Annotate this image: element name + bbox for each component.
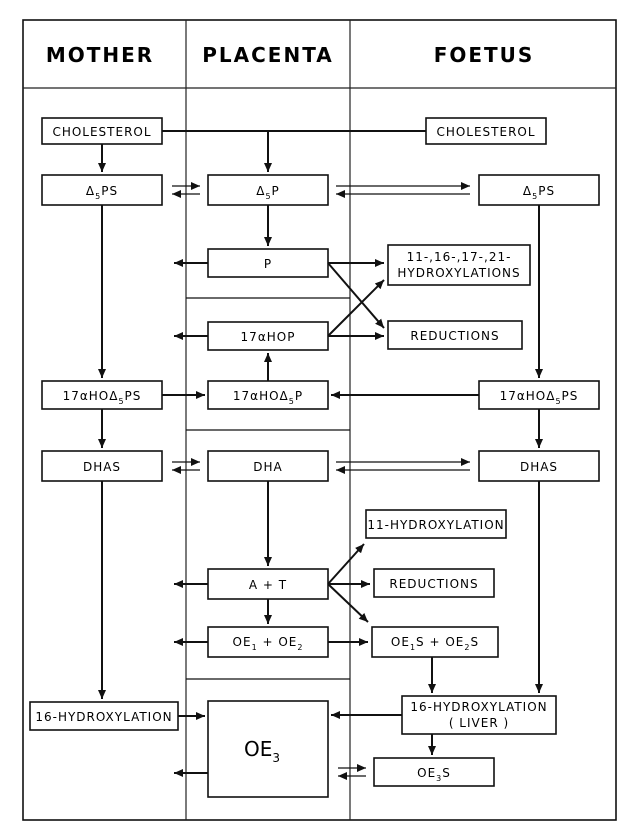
placenta-dha-label: DHA xyxy=(253,460,282,474)
foetus-16-hydroxylation-line1: 16-HYDROXYLATION xyxy=(410,700,547,714)
placenta-dha-box: DHA xyxy=(207,450,329,482)
placenta-at-label: A + T xyxy=(249,578,287,592)
mother-16-hydroxylation-label: 16-HYDROXYLATION xyxy=(35,710,172,724)
foetus-oe3s-box: OE3S xyxy=(373,757,495,787)
foetus-dhas-box: DHAS xyxy=(478,450,600,482)
foetus-16-hydroxylation-line2: ( LIVER ) xyxy=(449,716,509,730)
header-foetus: FOETUS xyxy=(434,43,535,67)
foetus-hydroxylations-line1: 11-,16-,17-,21- xyxy=(407,250,512,264)
foetus-16-hydroxylation-liver-box: 16-HYDROXYLATION ( LIVER ) xyxy=(401,695,557,735)
foetus-11-hydroxylation-label: 11-HYDROXYLATION xyxy=(367,518,504,532)
placenta-17hop-label: 17αHOP xyxy=(241,330,296,344)
foetus-dhas-label: DHAS xyxy=(520,460,558,474)
placenta-d5p-label: Δ5P xyxy=(256,184,280,201)
arrow-at-to-oes xyxy=(327,583,369,623)
placenta-17hod5p-label: 17αHOΔ5P xyxy=(233,389,303,406)
header-placenta: PLACENTA xyxy=(202,43,334,67)
arrow-17hop-to-hydroxylations xyxy=(327,279,385,337)
mother-cholesterol-box: CHOLESTEROL xyxy=(41,117,163,145)
mother-dhas-label: DHAS xyxy=(83,460,121,474)
arrow-p-to-reductions xyxy=(327,262,385,329)
foetus-reductions-label-1: REDUCTIONS xyxy=(410,329,499,343)
foetus-oe3s-label: OE3S xyxy=(417,766,451,783)
mother-dhas-box: DHAS xyxy=(41,450,163,482)
placenta-at-box: A + T xyxy=(207,568,329,600)
mother-17hod5ps-box: 17αHOΔ5PS xyxy=(41,380,163,410)
foetus-cholesterol-label: CHOLESTEROL xyxy=(436,125,535,139)
placenta-oe1-oe2-box: OE1 + OE2 xyxy=(207,626,329,658)
foetus-reductions-box-2: REDUCTIONS xyxy=(373,568,495,598)
placenta-oe3-box: OE3 xyxy=(207,700,329,798)
placenta-17hod5p-box: 17αHOΔ5P xyxy=(207,380,329,410)
mother-17hod5ps-label: 17αHOΔ5PS xyxy=(63,389,142,406)
foetus-hydroxylations-box: 11-,16-,17-,21- HYDROXYLATIONS xyxy=(387,244,531,286)
placenta-oe3-label: OE3 xyxy=(244,737,280,765)
mother-d5ps-box: Δ5PS xyxy=(41,174,163,206)
foetus-cholesterol-box: CHOLESTEROL xyxy=(425,117,547,145)
placenta-oe1-oe2-label: OE1 + OE2 xyxy=(233,635,304,652)
foetus-oe1s-oe2s-label: OE1S + OE2S xyxy=(391,635,479,652)
placenta-17hop-box: 17αHOP xyxy=(207,321,329,351)
outer-frame xyxy=(22,19,617,821)
mother-16-hydroxylation-box: 16-HYDROXYLATION xyxy=(29,701,179,731)
foetus-reductions-label-2: REDUCTIONS xyxy=(389,577,478,591)
placenta-d5p-box: Δ5P xyxy=(207,174,329,206)
header-mother: MOTHER xyxy=(46,43,154,67)
placenta-p-label: P xyxy=(264,257,272,271)
foetus-d5ps-box: Δ5PS xyxy=(478,174,600,206)
arrow-at-to-11oh xyxy=(327,543,365,585)
foetus-hydroxylations-line2: HYDROXYLATIONS xyxy=(397,266,520,280)
foetus-d5ps-label: Δ5PS xyxy=(523,184,555,201)
foetus-reductions-box-1: REDUCTIONS xyxy=(387,320,523,350)
placenta-p-box: P xyxy=(207,248,329,278)
foetus-17hod5ps-box: 17αHOΔ5PS xyxy=(478,380,600,410)
mother-d5ps-label: Δ5PS xyxy=(86,184,118,201)
foetus-11-hydroxylation-box: 11-HYDROXYLATION xyxy=(365,509,507,539)
foetus-oe1s-oe2s-box: OE1S + OE2S xyxy=(371,626,499,658)
mother-cholesterol-label: CHOLESTEROL xyxy=(52,125,151,139)
foetus-17hod5ps-label: 17αHOΔ5PS xyxy=(500,389,579,406)
